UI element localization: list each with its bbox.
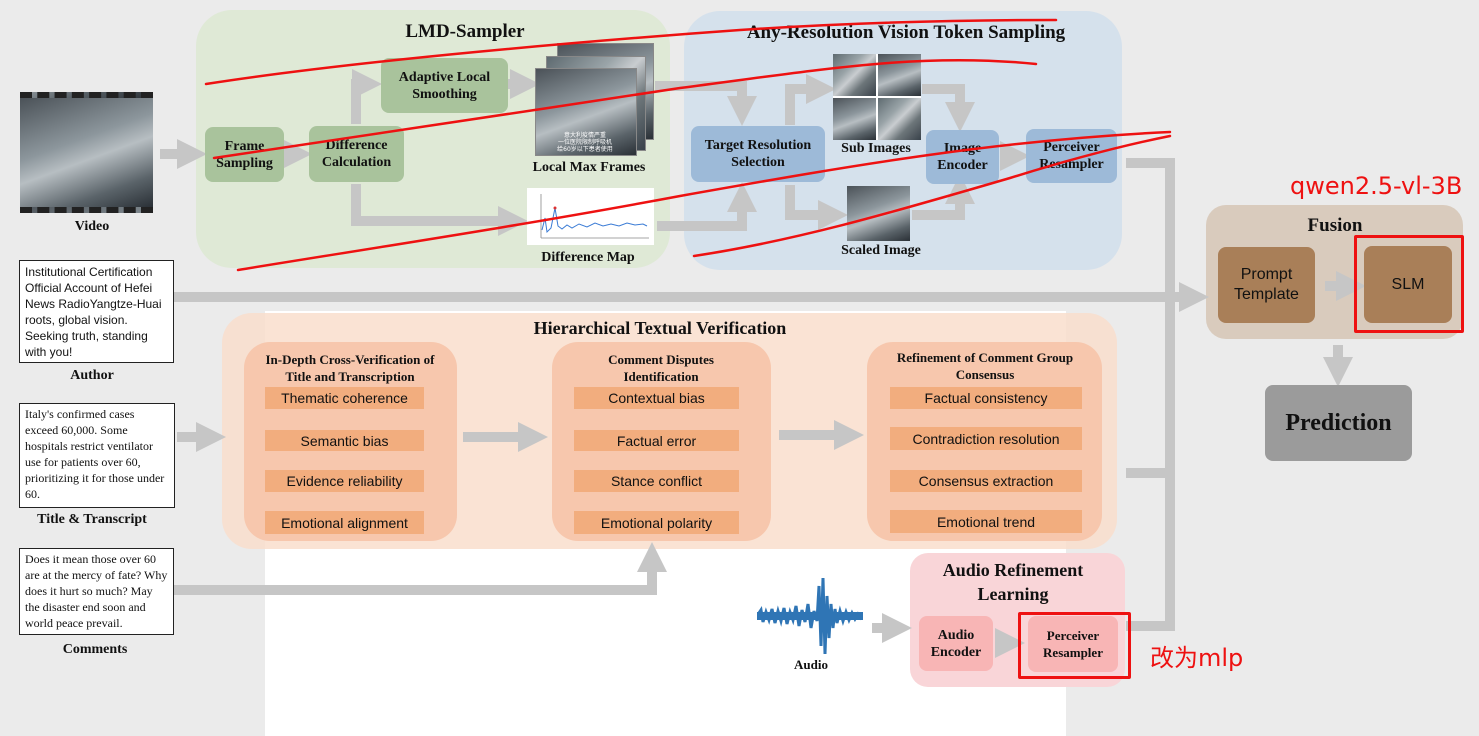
- perceiver-highlight-box: [1018, 612, 1131, 679]
- htv-item-factual-consistency: Factual consistency: [890, 387, 1082, 409]
- audio-perceiver-resampler-box: Perceiver Resampler: [1028, 616, 1118, 672]
- comments-textbox: Does it mean those over 60 are at the me…: [19, 548, 174, 635]
- qwen-annotation: qwen2.5-vl-3B: [1290, 172, 1463, 200]
- scaled-image-label: Scaled Image: [841, 243, 921, 258]
- audio-refinement-title: Audio Refinement Learning: [942, 560, 1084, 604]
- lmd-sampler-title: LMD-Sampler: [405, 21, 525, 42]
- author-label: Author: [70, 368, 114, 383]
- htv-group-3-title: Refinement of Comment Group Consensus: [896, 350, 1074, 382]
- title-transcript-label: Title & Transcript: [37, 512, 147, 527]
- video-label: Video: [74, 219, 110, 234]
- slm-box: SLM: [1364, 246, 1452, 323]
- htv-item-stance-conflict: Stance conflict: [574, 470, 739, 492]
- audio-encoder-box: Audio Encoder: [919, 616, 993, 671]
- adaptive-local-smoothing-box: Adaptive Local Smoothing: [381, 58, 508, 113]
- audio-label: Audio: [794, 657, 828, 672]
- htv-item-semantic-bias: Semantic bias: [265, 430, 424, 451]
- frame-sampling-box: Frame Sampling: [205, 127, 284, 182]
- image-encoder-box: Image Encoder: [926, 130, 999, 184]
- audio-waveform: [757, 577, 863, 655]
- comments-label: Comments: [62, 642, 128, 657]
- sub-image-4: [878, 98, 921, 140]
- htv-item-contradiction-resolution: Contradiction resolution: [890, 427, 1082, 450]
- htv-group-2-title: Comment Disputes Identification: [608, 352, 714, 384]
- htv-item-evidence-reliability: Evidence reliability: [265, 470, 424, 492]
- local-max-frame-1: [535, 68, 637, 156]
- htv-item-thematic-coherence: Thematic coherence: [265, 387, 424, 409]
- local-max-frames-label: Local Max Frames: [532, 160, 646, 175]
- author-textbox: Institutional Certification Official Acc…: [19, 260, 174, 363]
- perceiver-resampler-box: Perceiver Resampler: [1026, 129, 1117, 183]
- prompt-template-box: Prompt Template: [1218, 247, 1315, 323]
- any-resolution-title: Any-Resolution Vision Token Sampling: [746, 22, 1066, 43]
- htv-item-factual-error: Factual error: [574, 430, 739, 451]
- htv-item-consensus-extraction: Consensus extraction: [890, 470, 1082, 492]
- htv-item-emotional-alignment: Emotional alignment: [265, 511, 424, 534]
- sub-images-label: Sub Images: [841, 141, 911, 156]
- htv-item-contextual-bias: Contextual bias: [574, 387, 739, 409]
- target-resolution-box: Target Resolution Selection: [691, 126, 825, 182]
- htv-group-1-title: In-Depth Cross-Verification of Title and…: [265, 352, 435, 384]
- difference-calculation-box: Difference Calculation: [309, 126, 404, 182]
- difference-map-label: Difference Map: [541, 250, 635, 265]
- htv-item-emotional-trend: Emotional trend: [890, 510, 1082, 533]
- mlp-annotation: 改为mlp: [1150, 644, 1244, 672]
- frame-caption: 意大利疫情严重 一位医院限制呼吸机 给60岁以下患者使用: [557, 132, 613, 153]
- slm-highlight-box: [1354, 235, 1464, 333]
- htv-title: Hierarchical Textual Verification: [533, 318, 787, 338]
- title-textbox: Italy's confirmed cases exceed 60,000. S…: [19, 403, 175, 508]
- prediction-box: Prediction: [1265, 385, 1412, 461]
- fusion-title: Fusion: [1307, 215, 1363, 236]
- sub-image-3: [833, 98, 876, 140]
- sub-image-1: [833, 54, 876, 96]
- difference-map-plot: [527, 188, 654, 245]
- video-thumbnail: [20, 92, 153, 213]
- htv-item-emotional-polarity: Emotional polarity: [574, 511, 739, 534]
- scaled-image: [847, 186, 910, 241]
